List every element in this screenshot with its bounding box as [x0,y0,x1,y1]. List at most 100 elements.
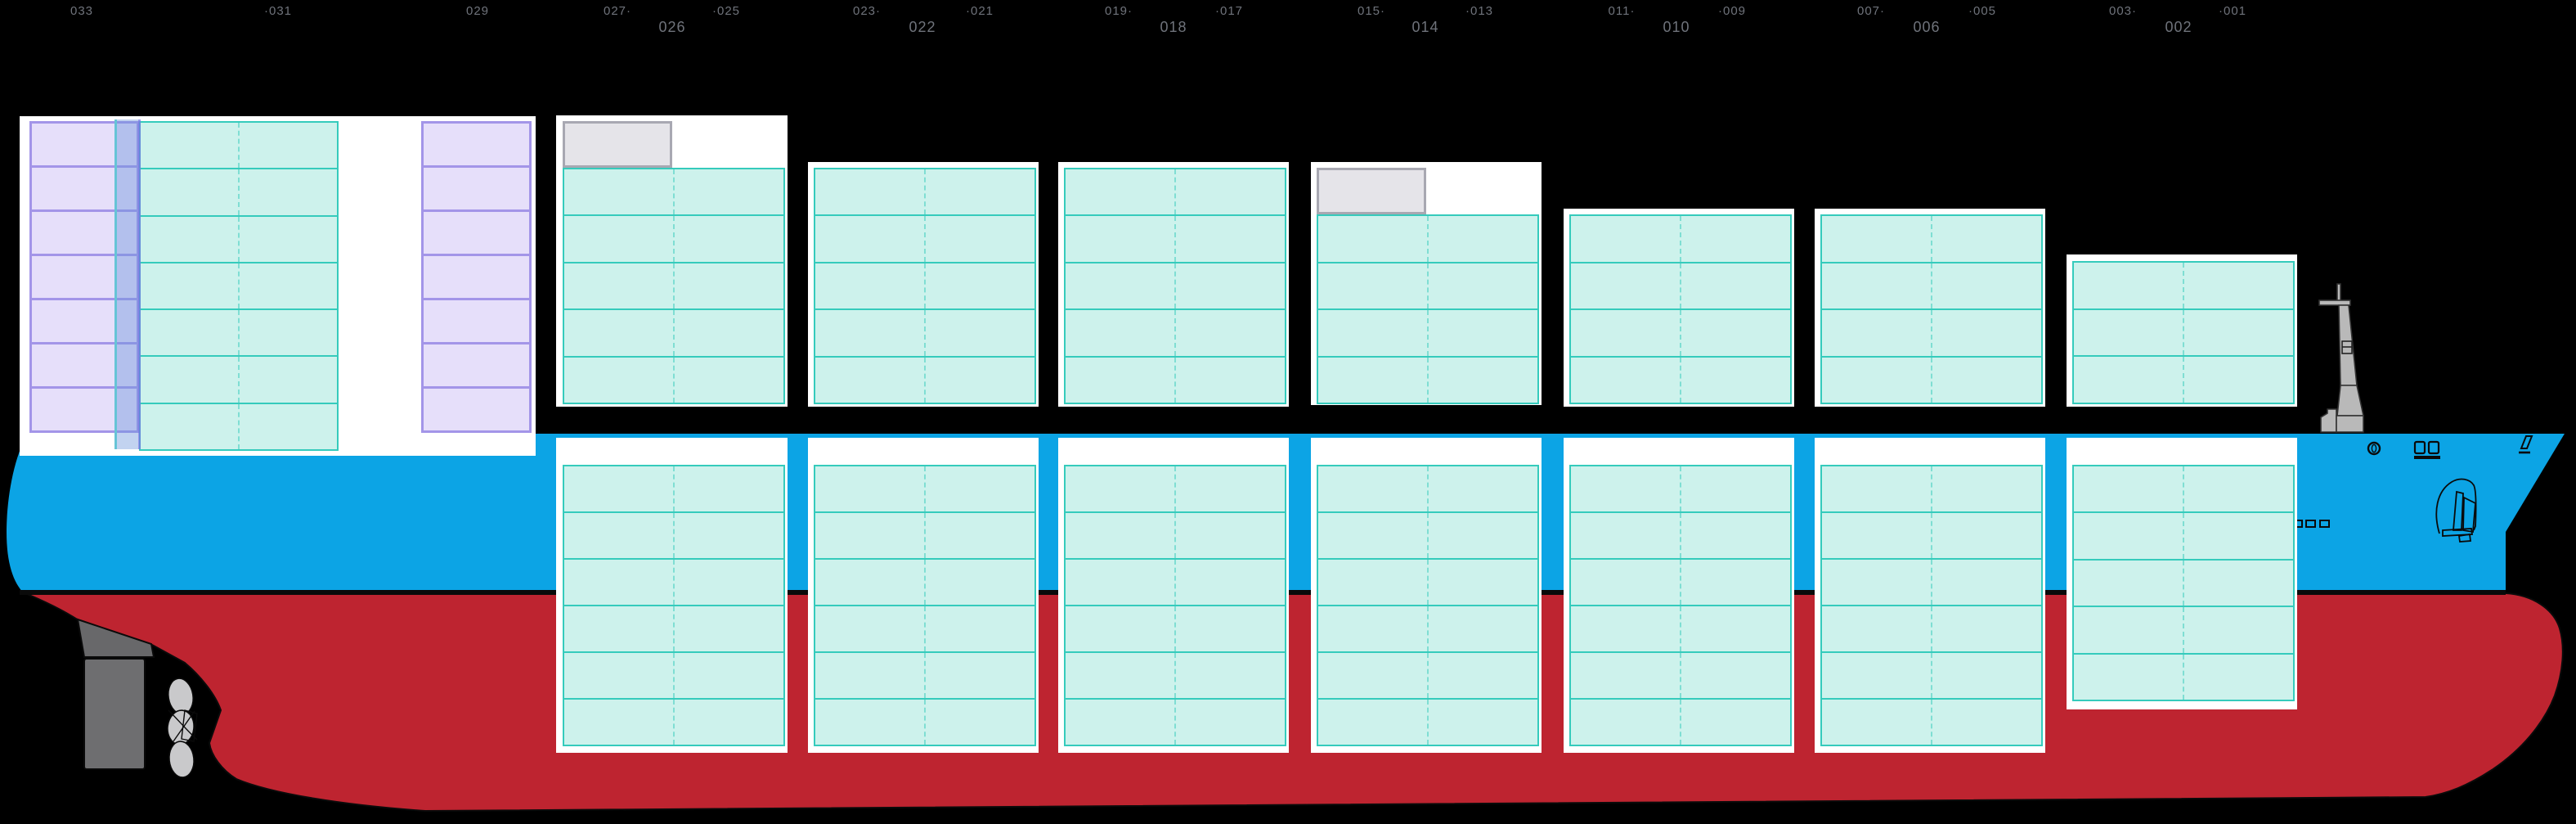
slot-cell[interactable] [141,357,240,403]
slot-cell[interactable] [564,263,675,309]
accommodation-cell[interactable] [421,386,532,433]
slot-cell[interactable] [1176,263,1285,308]
slot-cell[interactable] [1429,606,1537,651]
slot-cell[interactable] [675,263,783,308]
accommodation-cell[interactable] [421,342,532,389]
slot-cell[interactable] [141,263,240,309]
slot-cell[interactable] [926,310,1034,355]
slot-cell[interactable] [2184,310,2293,356]
slot-cell[interactable] [675,466,783,511]
slot-cell[interactable] [1681,358,1790,403]
slot-cell[interactable] [1822,466,1932,512]
slot-cell[interactable] [564,357,675,403]
slot-cell[interactable] [1176,700,1285,745]
accommodation-cell[interactable] [421,254,532,300]
slot-cell[interactable] [1932,606,2041,651]
slot-cell[interactable] [675,653,783,698]
slot-cell[interactable] [926,263,1034,308]
slot-cell[interactable] [240,169,337,214]
accommodation-cell[interactable] [421,209,532,256]
slot-cell[interactable] [1176,560,1285,605]
slot-cell[interactable] [1571,357,1681,403]
slot-cell[interactable] [1176,513,1285,558]
slot-cell[interactable] [675,310,783,355]
slot-cell[interactable] [1822,357,1932,403]
slot-cell[interactable] [240,310,337,355]
slot-cell[interactable] [2074,357,2184,403]
slot-cell[interactable] [815,653,926,699]
slot-cell[interactable] [1429,560,1537,605]
slot-cell[interactable] [2074,466,2184,512]
slot-cell[interactable] [1429,653,1537,698]
slot-cell[interactable] [564,606,675,652]
slot-cell[interactable] [675,169,783,214]
slot-cell[interactable] [1822,263,1932,308]
accommodation-cell[interactable] [29,209,139,256]
slot-cell[interactable] [1822,700,1932,745]
slot-cell[interactable] [1932,358,2041,403]
slot-cell[interactable] [926,169,1034,214]
slot-cell[interactable] [815,466,926,512]
slot-cell[interactable] [240,123,337,168]
slot-cell[interactable] [1318,466,1429,512]
selected-slot-cell[interactable] [1317,168,1426,214]
slot-cell[interactable] [1429,700,1537,745]
slot-cell[interactable] [1318,357,1429,403]
slot-cell[interactable] [2074,513,2184,559]
accommodation-cell[interactable] [421,165,532,212]
slot-cell[interactable] [815,169,926,215]
slot-cell[interactable] [2074,560,2184,606]
slot-cell[interactable] [1681,466,1790,511]
slot-cell[interactable] [675,606,783,651]
slot-cell[interactable] [240,217,337,262]
slot-cell[interactable] [1176,358,1285,403]
accommodation-cell[interactable] [29,386,139,433]
slot-cell[interactable] [1681,653,1790,698]
slot-cell[interactable] [2184,655,2293,700]
slot-cell[interactable] [564,700,675,745]
slot-cell[interactable] [1822,216,1932,262]
slot-cell[interactable] [141,216,240,262]
slot-cell[interactable] [675,358,783,403]
slot-cell[interactable] [1429,358,1537,403]
slot-cell[interactable] [564,466,675,512]
slot-cell[interactable] [1932,466,2041,511]
slot-cell[interactable] [2074,309,2184,356]
slot-cell[interactable] [1176,216,1285,261]
accommodation-cell[interactable] [29,121,139,168]
slot-cell[interactable] [1571,700,1681,745]
slot-cell[interactable] [1429,263,1537,309]
slot-cell[interactable] [1932,310,2041,356]
slot-cell[interactable] [1066,653,1176,699]
slot-cell[interactable] [1571,263,1681,308]
accommodation-cell[interactable] [421,121,532,168]
slot-cell[interactable] [815,560,926,606]
slot-cell[interactable] [2184,357,2293,403]
slot-cell[interactable] [240,404,337,449]
slot-cell[interactable] [1932,560,2041,605]
slot-cell[interactable] [2184,513,2293,558]
accommodation-cell[interactable] [29,298,139,344]
slot-cell[interactable] [1066,466,1176,512]
slot-cell[interactable] [675,700,783,745]
slot-cell[interactable] [1176,310,1285,355]
slot-cell[interactable] [1681,560,1790,605]
slot-cell[interactable] [926,653,1034,698]
slot-cell[interactable] [926,466,1034,511]
slot-cell[interactable] [926,513,1034,558]
slot-cell[interactable] [1822,606,1932,652]
slot-cell[interactable] [1176,606,1285,651]
slot-cell[interactable] [141,123,240,169]
slot-cell[interactable] [1318,560,1429,606]
slot-cell[interactable] [1822,560,1932,606]
slot-cell[interactable] [1429,513,1537,558]
accommodation-cell[interactable] [421,298,532,344]
slot-cell[interactable] [675,216,783,261]
slot-cell[interactable] [240,263,337,308]
slot-cell[interactable] [1681,513,1790,558]
slot-cell[interactable] [1429,216,1537,262]
slot-cell[interactable] [675,513,783,558]
slot-cell[interactable] [1066,560,1176,606]
slot-cell[interactable] [141,403,240,449]
slot-cell[interactable] [1571,216,1681,262]
